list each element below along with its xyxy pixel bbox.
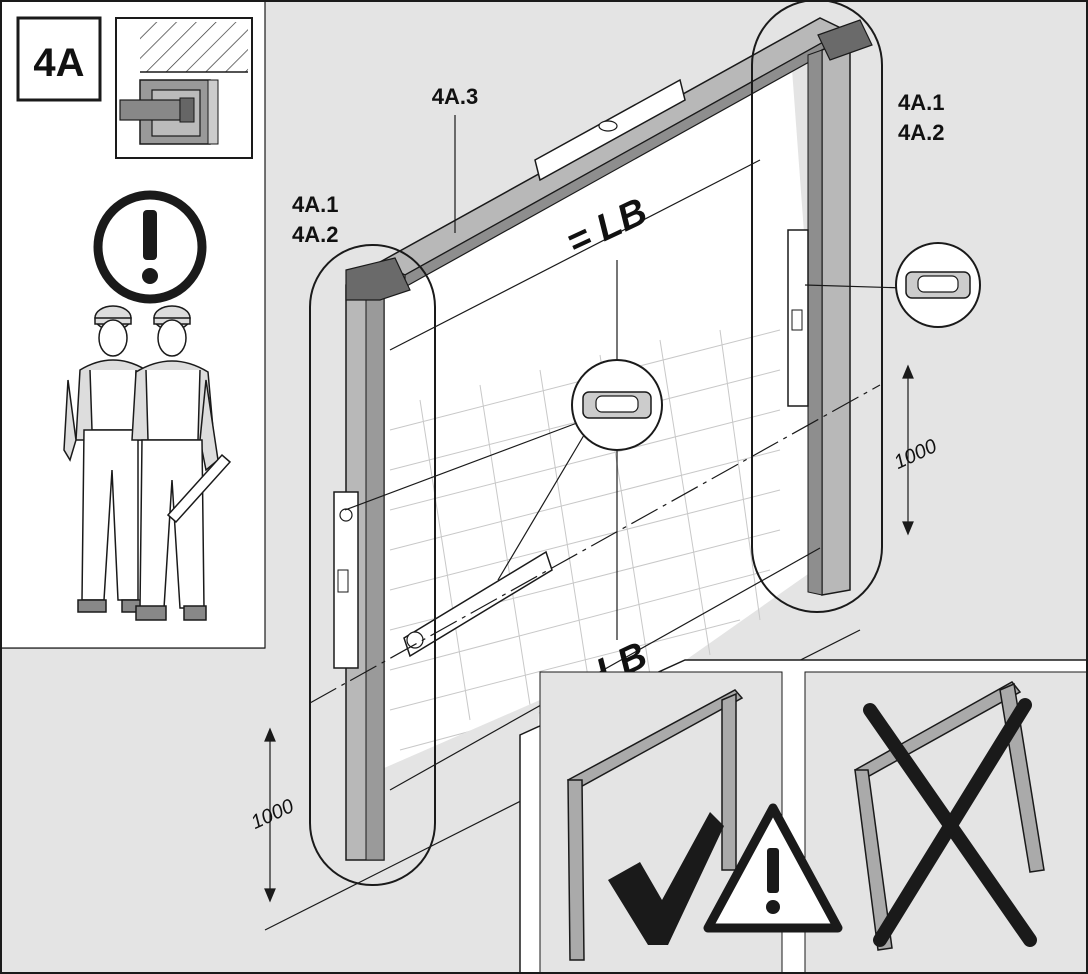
profile-detail-inset [115, 17, 253, 159]
label-right-frame-1: 4A.1 [898, 90, 944, 115]
correct-frame-example [566, 689, 744, 961]
right-callout-oval [751, 0, 883, 613]
left-callout-oval [309, 244, 436, 886]
floor-left [0, 648, 265, 974]
check-mark-icon [608, 812, 724, 945]
dimension-right [902, 364, 914, 536]
comparison-panel [519, 659, 1088, 974]
dimension-left [264, 727, 276, 903]
bubble-magnifier-right [804, 242, 981, 328]
top-spirit-level [534, 78, 686, 182]
cross-icon [863, 698, 1037, 947]
step-label-box [16, 16, 102, 102]
label-right-frame-2: 4A.2 [898, 120, 944, 145]
left-frame-post [333, 257, 411, 861]
step-label: 4A [33, 41, 84, 85]
two-workers-illustration [63, 305, 232, 621]
label-left-frame-1: 4A.1 [292, 192, 338, 217]
label-left-frame-2: 4A.2 [292, 222, 338, 247]
exclamation-circle-icon [93, 190, 207, 304]
floor-bottom [265, 700, 540, 974]
right-frame-post [787, 19, 873, 596]
bubble-magnifier-center [344, 359, 663, 581]
label-top-bar: 4A.3 [432, 84, 478, 109]
warning-triangle-icon [703, 803, 843, 933]
measurement-lines [309, 159, 881, 791]
